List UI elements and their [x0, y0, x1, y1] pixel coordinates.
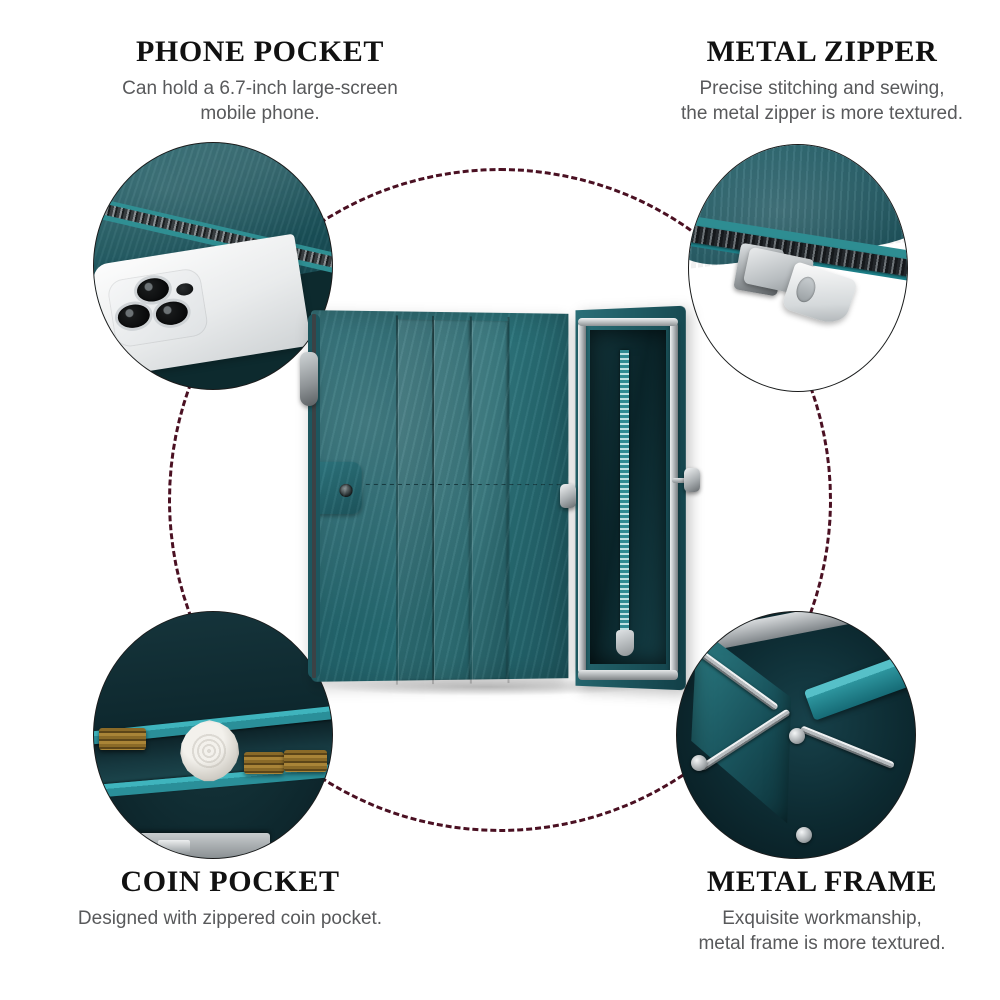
coin-pocket-scene [94, 612, 332, 858]
feature-title: METAL ZIPPER [706, 35, 938, 68]
metal-zipper-scene [689, 145, 907, 391]
metal-frame-rod-left [578, 322, 586, 674]
coin-stack-icon [243, 752, 285, 775]
feature-description-line2: the metal zipper is more textured. [681, 103, 963, 125]
coin-stack-icon [98, 727, 147, 750]
coin-stack-icon [284, 749, 328, 772]
camera-module-icon [106, 266, 210, 349]
frame-interior [590, 330, 666, 664]
feature-photo-phone-pocket [93, 142, 333, 390]
card-slot [471, 320, 508, 680]
wallet-frame-compartment [570, 305, 692, 691]
flash-icon [175, 281, 194, 297]
snap-tab [317, 461, 362, 515]
product-shadow [322, 678, 652, 696]
metal-frame-bottom-bar [578, 670, 678, 680]
frame-hinge-icon [788, 727, 805, 744]
feature-description-line1: Designed with zippered coin pocket. [77, 907, 383, 929]
leather-fold [469, 316, 472, 684]
caption-coin-pocket: COIN POCKET Designed with zippered coin … [20, 866, 440, 931]
phone-pocket-scene [94, 143, 332, 389]
kiss-lock-clasp-right-icon [684, 468, 700, 492]
kiss-lock-clasp-left-icon [560, 484, 576, 508]
feature-description-line1: Precise stitching and sewing, [699, 77, 945, 99]
frame-hinge-icon [796, 827, 812, 844]
camera-lens-icon [153, 299, 189, 327]
metal-frame-edge [122, 833, 271, 858]
caption-phone-pocket: PHONE POCKET Can hold a 6.7-inch large-s… [50, 36, 470, 127]
card-slot [397, 319, 435, 681]
snap-button-icon [339, 483, 353, 498]
camera-lens-icon [134, 276, 170, 304]
feature-description-line1: Can hold a 6.7-inch large-screen [122, 77, 398, 99]
product-photo-wallet [300, 305, 712, 696]
leather-fold [507, 316, 510, 684]
leather-fold [432, 315, 435, 685]
interior-zipper-pull-icon [616, 630, 634, 656]
feature-photo-metal-zipper [688, 144, 908, 392]
stitch-line [317, 483, 563, 486]
feature-photo-metal-frame [676, 611, 916, 859]
caption-metal-zipper: METAL ZIPPER Precise stitching and sewin… [612, 36, 1000, 127]
camera-lens-icon [115, 302, 152, 331]
leather-fold [395, 315, 398, 685]
metal-frame-rod-right [670, 322, 678, 674]
kiss-lock-stem [672, 478, 688, 483]
feature-title: PHONE POCKET [135, 35, 385, 68]
frame-hinge-icon [691, 754, 708, 771]
metal-frame-scene [677, 612, 915, 858]
feature-photo-coin-pocket [93, 611, 333, 859]
zipper-tab-icon [781, 261, 859, 329]
feature-title: METAL FRAME [706, 865, 938, 898]
wallet-main-body [311, 310, 569, 685]
interior-zipper [620, 350, 629, 636]
zipper-pull-icon [300, 352, 318, 406]
coin-icon [180, 720, 240, 782]
feature-description-line1: Exquisite workmanship, [722, 907, 922, 929]
caption-metal-frame: METAL FRAME Exquisite workmanship, metal… [612, 866, 1000, 957]
feature-description-line2: metal frame is more textured. [698, 933, 946, 955]
feature-description-line2: mobile phone. [200, 103, 320, 125]
card-slot [434, 319, 470, 681]
feature-title: COIN POCKET [120, 865, 340, 898]
metal-frame-top-bar [578, 318, 678, 326]
